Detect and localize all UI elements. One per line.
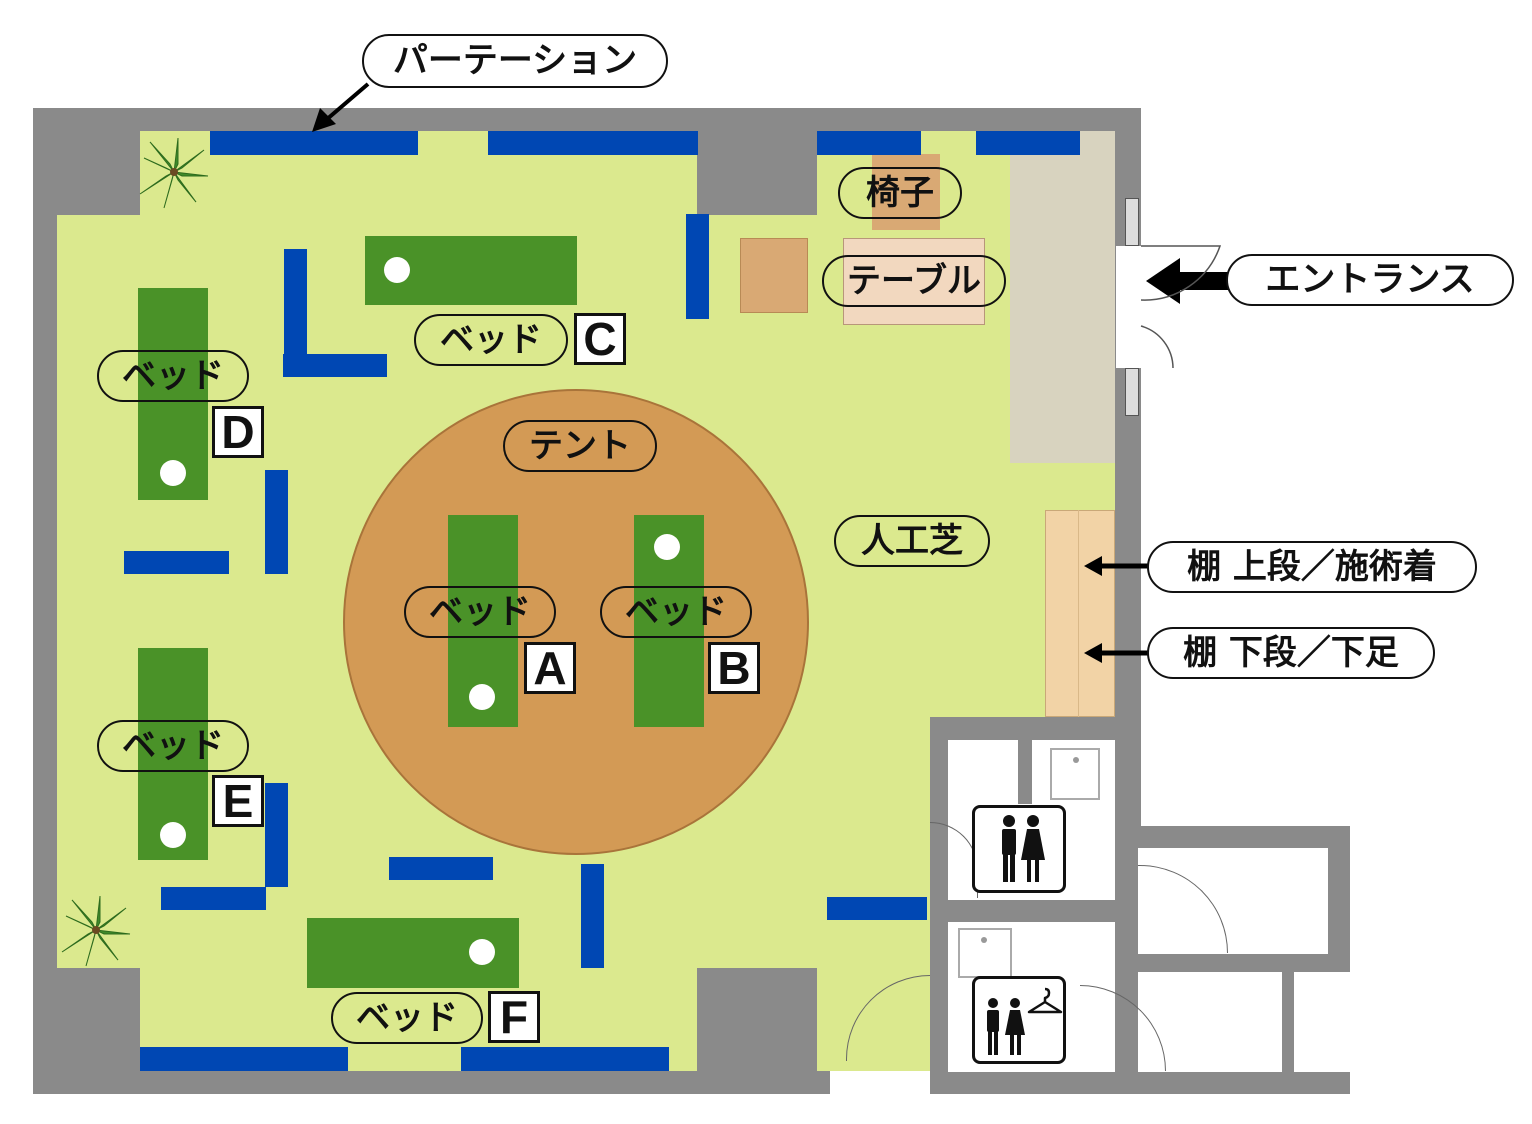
partition-bottom-1 [140,1047,348,1071]
partition-e-horizontal [161,887,266,910]
partition-top-1 [210,131,418,155]
bed-c [365,236,577,305]
bed-a [448,515,518,727]
column-bottom-left [57,968,140,1071]
partition-c-horizontal [283,354,387,377]
partition-arrow-head [312,108,336,132]
partition-label: パーテーション [362,34,668,88]
partition-top-4 [976,131,1080,155]
pillow [654,534,680,560]
plant-icon [139,137,209,209]
table [843,238,985,325]
partition-arrow-line [324,82,370,122]
partition-restroom [827,897,927,920]
plant-icon [61,895,131,967]
pillow [469,684,495,710]
bed-b-letter: B [708,642,760,694]
entrance-door-upper[interactable] [1140,245,1222,301]
bed-b [634,515,704,727]
bed-e [138,648,208,860]
chair-label: 椅子 [838,167,962,219]
bed-d [138,288,208,500]
turf-label: 人工芝 [834,515,990,567]
entrance-door-lower[interactable] [1140,325,1174,369]
shelf-lower-arrow-head [1084,643,1102,663]
partition-d-horizontal [124,551,229,574]
column-top-mid [697,131,817,215]
bed-a-label: ベッド [404,586,556,638]
partition-c-vertical [284,249,307,355]
side-table [740,238,808,313]
entrance-label: エントランス [1226,254,1514,306]
shelf-divider [1078,510,1079,717]
toilet-fixture [1050,748,1100,800]
shelf [1045,510,1115,717]
entrance-mat [1010,131,1115,463]
shelf-lower-label: 棚 下段／下足 [1147,627,1435,679]
changing-divider [944,900,1114,922]
shelf-upper-arrow-head [1084,556,1102,576]
door-jamb-bottom [1125,368,1139,416]
entrance-doorway [1116,246,1141,368]
pillow [160,822,186,848]
shelf-upper-label: 棚 上段／施術着 [1147,541,1477,593]
partition-top-2 [488,131,698,155]
column-bottom-mid [697,968,817,1071]
changing-room-icon [972,976,1066,1064]
partition-f-horizontal [389,857,493,880]
tent-label: テント [503,420,657,472]
partition-f-vertical [581,864,604,968]
pillow [469,939,495,965]
bed-c-label: ベッド [414,314,568,366]
partition-d-vertical [265,470,288,574]
annex-room-lower-right [1294,972,1350,1072]
pillow [160,460,186,486]
bed-d-letter: D [212,406,264,458]
bed-e-label: ベッド [97,720,249,772]
bed-b-label: ベッド [600,586,752,638]
restroom-divider [1018,740,1032,804]
pillow [384,257,410,283]
restroom-icon [972,805,1066,893]
bed-c-letter: C [574,313,626,365]
bottom-doorway [830,1071,930,1094]
bed-f-label: ベッド [331,992,483,1044]
bed-f-letter: F [488,991,540,1043]
column-top-left [57,131,140,215]
partition-bottom-2 [461,1047,669,1071]
entrance-arrow-head [1146,258,1180,304]
partition-e-vertical [265,783,288,887]
partition-column-side [686,214,709,319]
door-jamb-top [1125,198,1139,246]
partition-top-3 [817,131,921,155]
bed-e-letter: E [212,775,264,827]
bed-f [307,918,519,988]
bed-a-letter: A [524,642,576,694]
table-label: テーブル [822,255,1006,307]
sink-fixture [958,928,1012,978]
bed-d-label: ベッド [97,350,249,402]
